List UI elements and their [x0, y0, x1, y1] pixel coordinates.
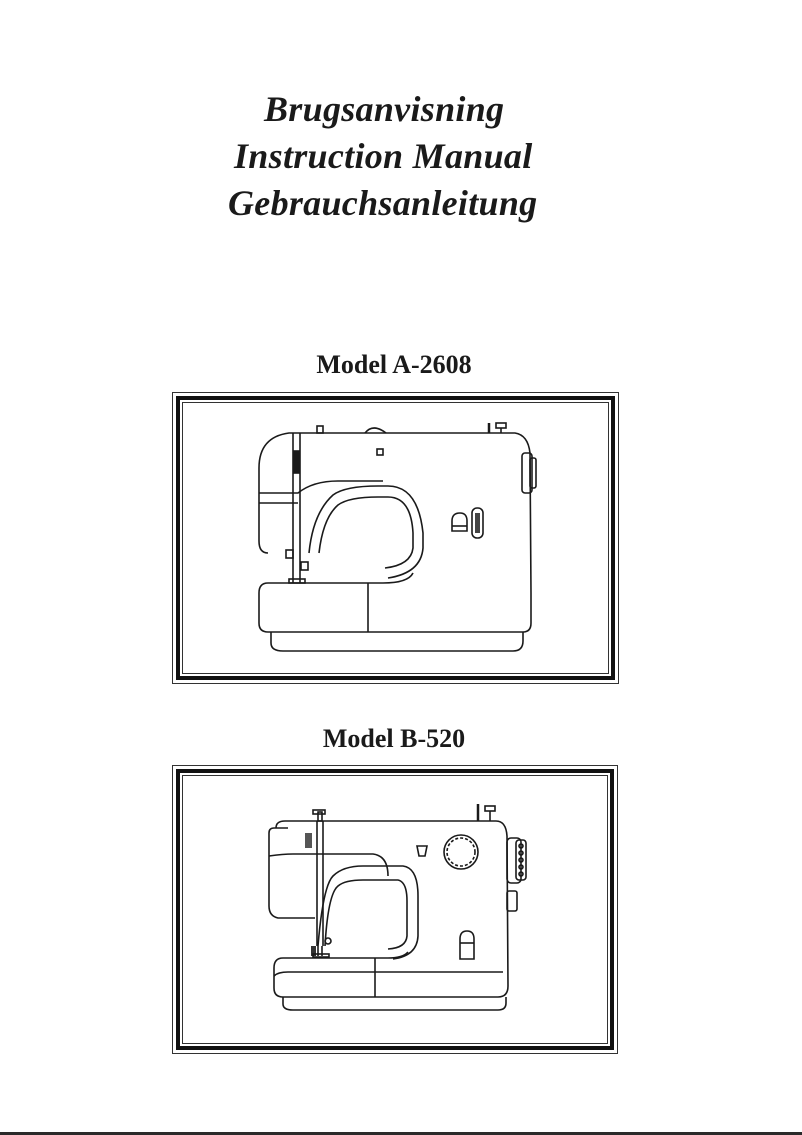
title-english: Instruction Manual [234, 136, 533, 176]
sewing-machine-b-illustration [268, 804, 527, 1011]
model-a-label: Model A-2608 [316, 350, 472, 379]
title-german: Gebrauchsanleitung [228, 183, 538, 223]
sewing-machine-a-illustration [258, 422, 537, 652]
model-b-label: Model B-520 [322, 724, 466, 753]
page-bottom-rule [0, 1132, 802, 1135]
model-a-frame [172, 392, 619, 684]
title-danish: Brugsanvisning [264, 89, 505, 129]
model-b-frame [172, 765, 618, 1054]
